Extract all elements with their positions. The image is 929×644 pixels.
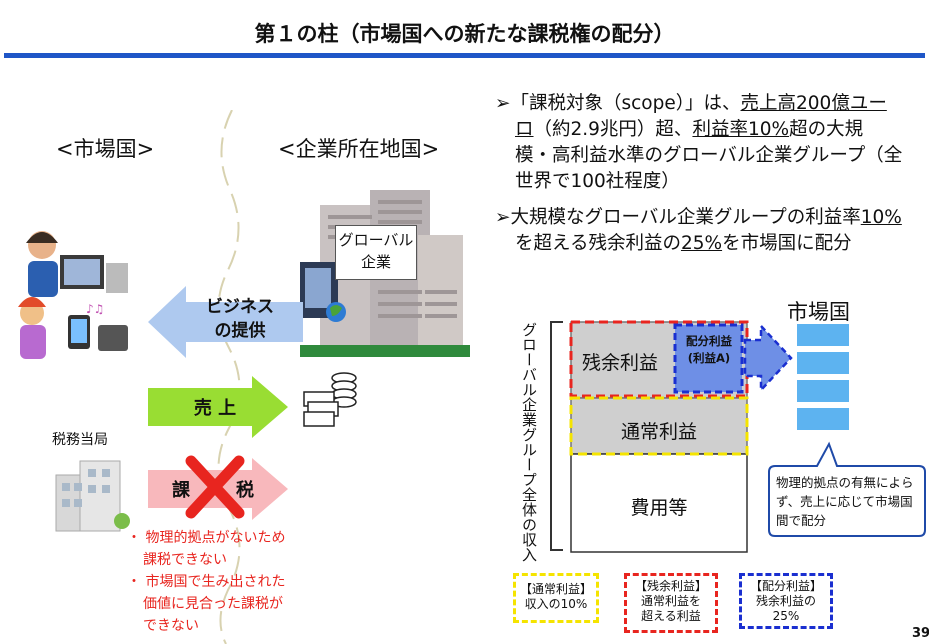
global-company-label: グローバル 企業 — [335, 225, 417, 280]
legend-allocated-profit: 【配分利益】 残余利益の 25% — [739, 573, 833, 629]
callout-text: 物理的拠点の有無によら ず、売上に応じて市場国 間で配分 — [776, 475, 914, 528]
page-number: 39 — [912, 626, 929, 641]
legend-residual-profit: 【残余利益】 通常利益を 超える利益 — [624, 573, 718, 633]
bullet-allocation: ➢大規模なグローバル企業グループの利益率10% を超える残余利益の25%を市場国… — [495, 207, 902, 254]
allocated-profit-label: 配分利益 (利益A) — [686, 334, 732, 365]
bullet-scope: ➢「課税対象（scope）」は、売上高200億ユー ロ（約2.9兆円）超、利益率… — [495, 93, 903, 192]
market-country-label: <市場国> — [56, 137, 155, 161]
business-provision-label: ビジネス の提供 — [206, 297, 274, 341]
money-icon — [303, 372, 357, 427]
cross-icon — [185, 455, 245, 519]
note-line-2: 課税できない — [143, 552, 227, 568]
routine-profit-label: 通常利益 — [620, 421, 697, 443]
page-title: 第１の柱（市場国への新たな課税権の配分） — [254, 22, 675, 46]
border-wavy-line — [217, 110, 241, 644]
residual-profit-label: 残余利益 — [582, 352, 659, 374]
revenue-bracket — [550, 321, 563, 551]
sales-arrow — [148, 376, 288, 438]
svg-text:♪♫: ♪♫ — [86, 302, 104, 316]
tax-office-building-icon — [55, 460, 130, 532]
note-line-4: 価値に見合った課税が — [143, 596, 283, 612]
note-line-1: ・ 物理的拠点がないため — [127, 530, 286, 546]
tax-label-right: 税 — [236, 480, 254, 501]
note-line-5: できない — [143, 618, 199, 634]
profit-diagram — [569, 320, 793, 553]
tax-authority-label: 税務当局 — [52, 432, 108, 448]
costs-label: 費用等 — [630, 497, 688, 519]
market-country-title: 市場国 — [787, 300, 850, 324]
note-line-3: ・ 市場国で生み出された — [127, 574, 286, 590]
revenue-vertical-label: グローバル企業グループ全体の収入 — [520, 322, 538, 562]
sales-label: 売 上 — [193, 398, 237, 419]
tax-label-left: 課 — [172, 480, 190, 501]
business-provision-arrow — [148, 286, 303, 358]
callout-bubble — [768, 441, 926, 537]
consumers-illustration: ♪♫ — [18, 231, 128, 359]
market-country-blocks — [797, 324, 849, 430]
company-country-label: <企業所在地国> — [278, 137, 440, 161]
title-underline — [4, 53, 925, 58]
legend-routine-profit: 【通常利益】 収入の10% — [513, 573, 599, 623]
